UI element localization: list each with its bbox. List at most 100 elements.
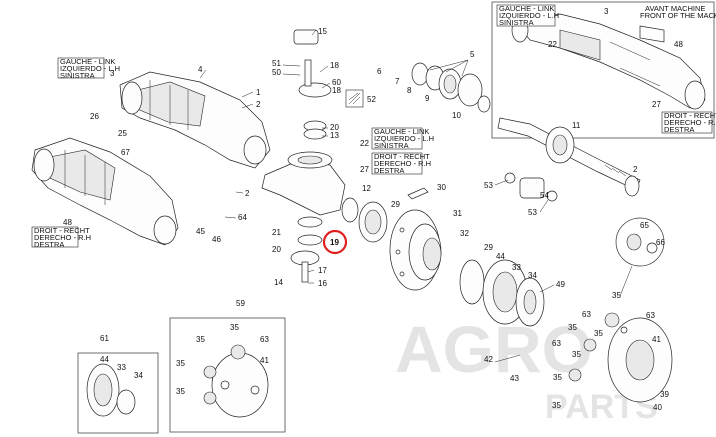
inset-label-top: GAUCHE - LINK IZQUIERDO - L.H SINISTRA bbox=[496, 4, 559, 27]
svg-text:DESTRA: DESTRA bbox=[374, 166, 404, 175]
planet-hub-right bbox=[568, 312, 673, 403]
callout-1: 1 bbox=[256, 88, 261, 97]
callout-2c: 2 bbox=[633, 165, 638, 174]
svg-text:DROIT - RECHT: DROIT - RECHT bbox=[34, 226, 90, 235]
callout-4: 4 bbox=[198, 65, 203, 74]
callout-16: 16 bbox=[318, 279, 327, 288]
inset-label-bottom: DROIT - RECHT DERECHO - R.H DESTRA bbox=[661, 111, 716, 134]
callout-63b: 63 bbox=[582, 310, 591, 319]
callout-20: 20 bbox=[330, 123, 339, 132]
label-center-gauche: GAUCHE - LINK IZQUIERDO - L.H SINISTRA bbox=[371, 127, 434, 150]
callout-2b: 2 bbox=[245, 189, 250, 198]
bearing-inset-65 bbox=[615, 217, 665, 297]
planetary-ring-gear bbox=[459, 259, 545, 327]
callout-31: 31 bbox=[453, 209, 462, 218]
axle-housing-left-lower bbox=[31, 137, 179, 246]
callout-27: 27 bbox=[360, 165, 369, 174]
callout-42: 42 bbox=[484, 355, 493, 364]
callout-22-inset: 22 bbox=[548, 40, 557, 49]
callout-45: 45 bbox=[196, 227, 205, 236]
svg-text:DROIT - RECHT: DROIT - RECHT bbox=[374, 152, 430, 161]
seal-rings bbox=[341, 197, 388, 243]
callout-35g: 35 bbox=[594, 329, 603, 338]
svg-text:IZQUIERDO - L.H: IZQUIERDO - L.H bbox=[499, 11, 559, 20]
callout-32: 32 bbox=[460, 229, 469, 238]
callout-14: 14 bbox=[274, 278, 283, 287]
callout-66: 66 bbox=[656, 238, 665, 247]
callout-21: 21 bbox=[272, 228, 281, 237]
svg-text:DERECHO - R.H: DERECHO - R.H bbox=[664, 118, 716, 127]
svg-text:FRONT OF THE MACHINE: FRONT OF THE MACHINE bbox=[640, 11, 716, 20]
callout-44: 44 bbox=[496, 252, 505, 261]
king-pin-bottom bbox=[290, 216, 323, 283]
callout-20b: 20 bbox=[272, 245, 281, 254]
inset-label-front: AVANT MACHINE FRONT OF THE MACHINE bbox=[640, 4, 716, 20]
callout-63d: 63 bbox=[552, 339, 561, 348]
callout-67: 67 bbox=[121, 148, 130, 157]
callout-35f: 35 bbox=[568, 323, 577, 332]
callout-34: 34 bbox=[528, 271, 537, 280]
svg-text:GAUCHE - LINK: GAUCHE - LINK bbox=[374, 127, 429, 136]
svg-text:IZQUIERDO - L.H: IZQUIERDO - L.H bbox=[374, 134, 434, 143]
callout-5: 5 bbox=[470, 50, 475, 59]
callout-48: 48 bbox=[63, 218, 72, 227]
callout-39: 39 bbox=[660, 390, 669, 399]
callout-35a: 35 bbox=[230, 323, 239, 332]
highlight-callout-19[interactable]: 19 bbox=[322, 229, 348, 255]
callout-3-inset: 3 bbox=[604, 7, 609, 16]
callout-65: 65 bbox=[640, 221, 649, 230]
svg-text:DESTRA: DESTRA bbox=[664, 125, 694, 134]
callout-25: 25 bbox=[118, 129, 127, 138]
callout-60: 60 bbox=[332, 78, 341, 87]
inset-frame-top-right bbox=[491, 1, 715, 139]
callout-54: 54 bbox=[540, 191, 549, 200]
callout-26: 26 bbox=[90, 112, 99, 121]
snap-ring bbox=[624, 175, 640, 197]
bolt-30 bbox=[407, 187, 429, 200]
callout-46: 46 bbox=[212, 235, 221, 244]
steering-knuckle bbox=[261, 151, 346, 216]
callout-18b: 18 bbox=[332, 86, 341, 95]
svg-text:SINISTRA: SINISTRA bbox=[60, 71, 95, 80]
callout-53: 53 bbox=[484, 181, 493, 190]
callout-51: 51 bbox=[272, 59, 281, 68]
callout-27-inset: 27 bbox=[652, 100, 661, 109]
callout-50: 50 bbox=[272, 68, 281, 77]
callout-43: 43 bbox=[510, 374, 519, 383]
callout-9: 9 bbox=[425, 94, 430, 103]
callout-63c: 63 bbox=[646, 311, 655, 320]
bolt-arrows-icon bbox=[345, 89, 364, 108]
callout-44b: 44 bbox=[100, 355, 109, 364]
callout-35j: 35 bbox=[552, 401, 561, 410]
label-center-droit: DROIT - RECHT DERECHO - R.H DESTRA bbox=[371, 152, 431, 175]
callout-33b: 33 bbox=[117, 363, 126, 372]
universal-joint bbox=[504, 172, 558, 202]
svg-text:DERECHO - R.H: DERECHO - R.H bbox=[374, 159, 431, 168]
callout-10: 10 bbox=[452, 111, 461, 120]
callout-13: 13 bbox=[330, 131, 339, 140]
callout-8: 8 bbox=[407, 86, 412, 95]
callout-18: 18 bbox=[330, 61, 339, 70]
callout-35c: 35 bbox=[176, 359, 185, 368]
svg-text:GAUCHE - LINK: GAUCHE - LINK bbox=[60, 57, 115, 66]
callout-15: 15 bbox=[318, 27, 327, 36]
callout-35e: 35 bbox=[612, 291, 621, 300]
king-pin-top bbox=[293, 29, 332, 140]
callout-41b: 41 bbox=[652, 335, 661, 344]
callout-19: 19 bbox=[330, 238, 339, 247]
ring-set bbox=[411, 62, 491, 113]
planet-carrier-59 bbox=[203, 344, 269, 418]
callout-12: 12 bbox=[362, 184, 371, 193]
svg-text:GAUCHE - LINK: GAUCHE - LINK bbox=[499, 4, 554, 13]
label-left-upper: GAUCHE - LINK IZQUIERDO - L.H SINISTRA bbox=[57, 57, 120, 80]
callout-3: 3 bbox=[110, 69, 115, 78]
callout-40: 40 bbox=[653, 403, 662, 412]
callout-11: 11 bbox=[572, 121, 581, 130]
drive-shaft bbox=[497, 117, 641, 191]
svg-text:SINISTRA: SINISTRA bbox=[499, 18, 534, 27]
inset-axis-drawing bbox=[511, 13, 706, 110]
axle-housing-left-upper bbox=[119, 71, 271, 169]
callout-35h: 35 bbox=[572, 350, 581, 359]
